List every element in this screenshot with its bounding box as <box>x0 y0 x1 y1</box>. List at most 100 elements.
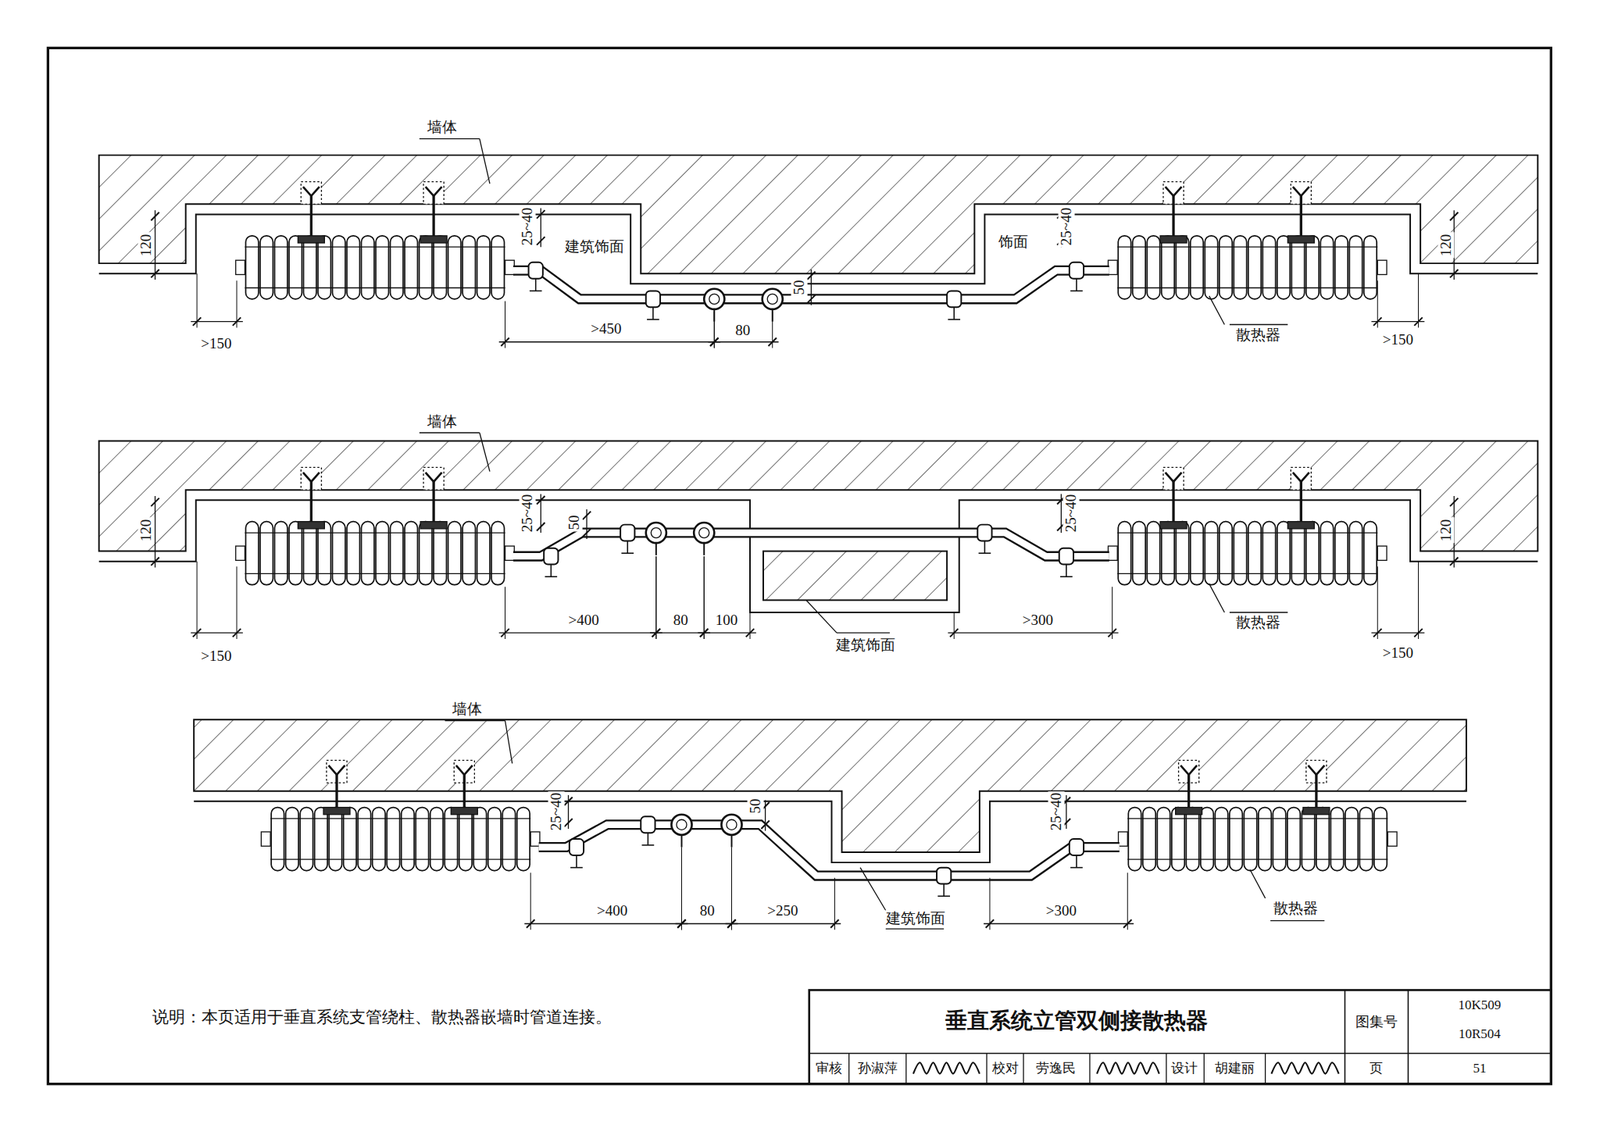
valve <box>721 814 742 836</box>
dim-tick <box>564 796 572 805</box>
bracket-y <box>303 186 320 197</box>
dim-tick <box>1450 212 1458 221</box>
ext-line <box>953 612 955 640</box>
ext-line <box>504 586 506 640</box>
valve <box>762 289 783 310</box>
support <box>570 867 583 869</box>
radiator-fin <box>1229 807 1243 872</box>
bracket-y <box>1165 186 1183 197</box>
radiator-fin <box>246 235 259 300</box>
radiator-fin <box>488 807 501 872</box>
radiator-fin <box>386 807 400 872</box>
radiator-fin <box>1175 235 1189 300</box>
table-line <box>905 1053 907 1084</box>
label: 120 <box>1437 232 1454 258</box>
radiator-fin <box>1132 521 1146 586</box>
dim-tick <box>536 210 545 218</box>
end-plug <box>1387 832 1397 847</box>
radiator-fin <box>357 807 371 872</box>
valve <box>646 522 667 543</box>
ext-line <box>1417 273 1419 328</box>
support <box>953 307 955 320</box>
radiator-fin <box>419 235 433 300</box>
dim-tick <box>760 821 769 829</box>
label: 墙体 <box>450 701 484 718</box>
valve <box>709 293 720 304</box>
dim-tick <box>536 496 545 504</box>
end-plug <box>1377 546 1387 561</box>
ext-line <box>1417 561 1419 640</box>
support <box>642 844 655 847</box>
radiator-fin <box>300 807 313 872</box>
valve <box>726 819 737 830</box>
label: 25~40 <box>547 791 565 833</box>
radiator-fin <box>1200 807 1214 872</box>
tee <box>1069 839 1084 856</box>
dim-tick <box>150 557 159 565</box>
radiator-hub <box>244 532 505 533</box>
ext-line <box>196 273 198 328</box>
dim-tick <box>500 628 509 637</box>
radiator-fin <box>1301 807 1315 872</box>
radiator-fin <box>1291 521 1304 586</box>
valve-stem <box>681 835 683 848</box>
label: >400 <box>595 902 629 919</box>
radiator-fin <box>346 521 360 586</box>
radiator-hub <box>1127 817 1388 819</box>
radiator-fin <box>1142 807 1156 872</box>
radiator-fin <box>317 235 331 300</box>
radiator-fin <box>477 235 490 300</box>
bracket-clamp <box>450 807 478 815</box>
radiator-fin <box>1349 521 1362 586</box>
table-line <box>1089 1053 1090 1084</box>
dim-tick <box>1450 269 1458 278</box>
label: >300 <box>1021 612 1055 629</box>
bracket-clamp <box>1287 521 1315 529</box>
radiator-fin <box>1262 521 1275 586</box>
leader <box>1229 324 1288 325</box>
bracket-clamp <box>1160 235 1187 243</box>
radiator-hub <box>1117 532 1378 533</box>
leader <box>419 432 480 433</box>
finish-line <box>99 500 1539 613</box>
bracket-clamp <box>297 521 325 529</box>
valve <box>650 528 661 539</box>
label: 建筑饰面 <box>884 910 947 928</box>
end-plug <box>260 832 271 847</box>
radiator-fin <box>275 235 288 300</box>
label: 散热器 <box>1234 326 1283 343</box>
dim-line <box>1371 632 1425 633</box>
radiator-fin <box>1306 521 1319 586</box>
tee <box>543 548 558 565</box>
bracket-stem <box>1314 775 1318 813</box>
tee <box>977 525 992 542</box>
dim-tick <box>150 498 159 507</box>
label: 80 <box>733 322 752 340</box>
bracket-stem <box>432 482 435 527</box>
radiator-hub <box>244 287 505 289</box>
dim-tick <box>807 295 815 304</box>
dim-tick <box>1450 557 1458 565</box>
radiator-fin <box>1190 521 1204 586</box>
radiator-fin <box>361 521 375 586</box>
label: 页 <box>1367 1061 1385 1077</box>
valve <box>703 289 725 310</box>
dim-tick <box>1414 628 1422 637</box>
radiator-fin <box>1157 807 1170 872</box>
support <box>1070 867 1083 869</box>
dim-tick <box>807 271 815 280</box>
dim-tick <box>232 317 241 325</box>
label: >150 <box>199 335 233 353</box>
label: 25~40 <box>1047 791 1065 833</box>
dim-line <box>154 496 156 568</box>
radiator-fin <box>1204 521 1218 586</box>
ext-line <box>731 847 733 931</box>
radiator-hub <box>270 817 531 819</box>
dim-tick <box>727 919 736 928</box>
tee <box>946 290 961 308</box>
radiator-fin <box>275 521 288 586</box>
radiator-fin <box>444 807 458 872</box>
radiator-fin <box>289 521 302 586</box>
radiator-fin <box>1287 807 1300 872</box>
